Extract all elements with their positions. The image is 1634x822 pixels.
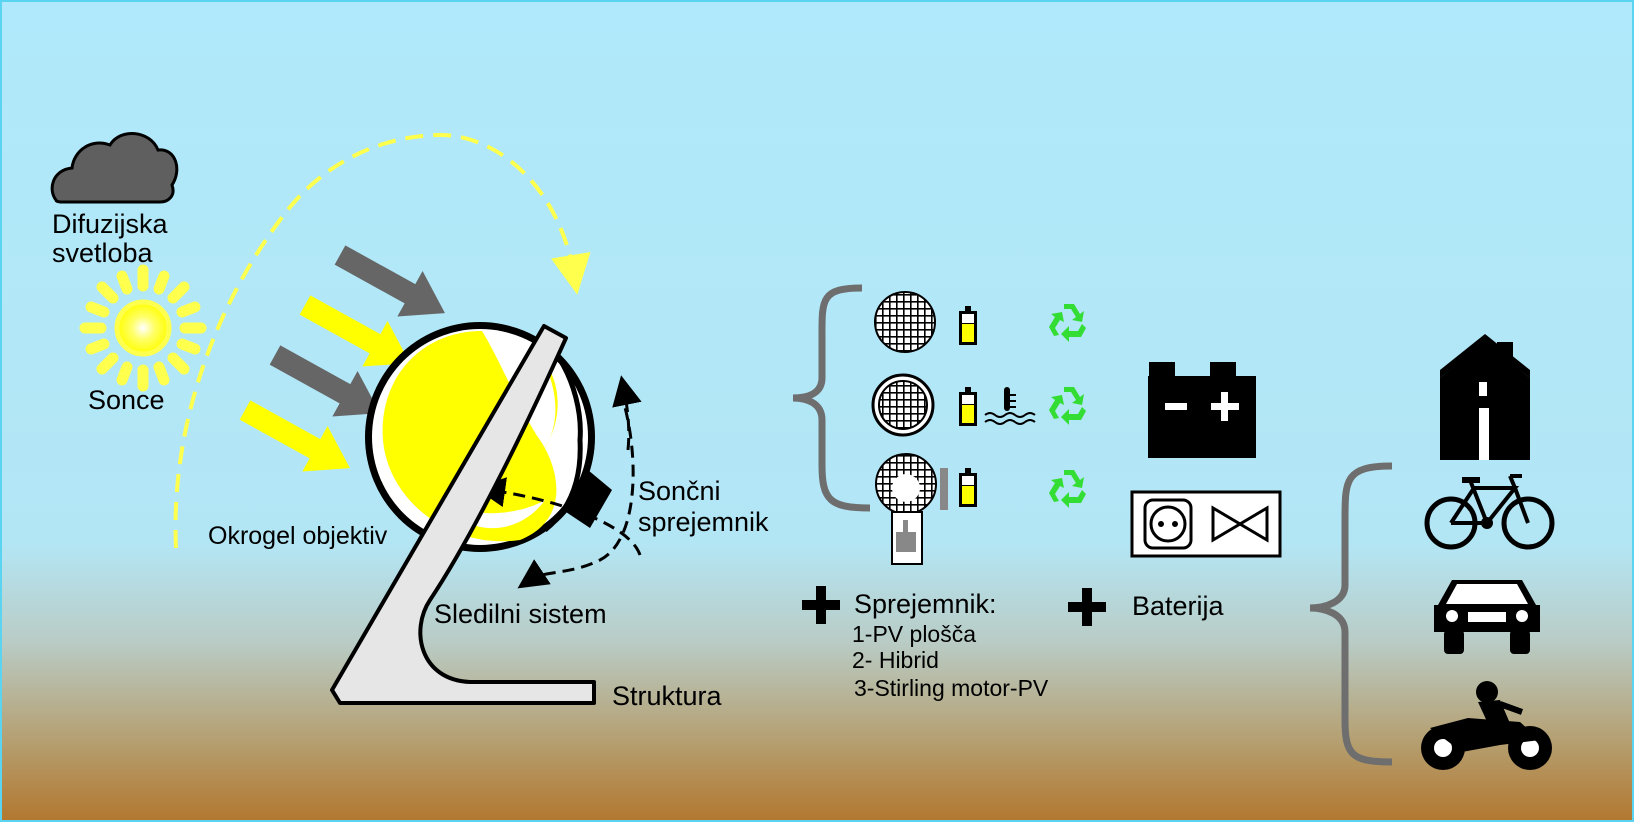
- label-receiver-option-3: 3-Stirling motor-PV: [854, 675, 1049, 701]
- power-outlet-panel: [1130, 490, 1282, 558]
- battery-small-icon: [959, 387, 977, 426]
- motorcycle-icon: [1421, 681, 1552, 770]
- label-sun: Sonce: [88, 385, 165, 415]
- house-icon: [1440, 334, 1530, 460]
- car-battery-icon: [1148, 362, 1256, 458]
- cloud-icon: [50, 132, 179, 204]
- plus-icon: [802, 586, 840, 624]
- pv-cell-icon: [874, 291, 936, 353]
- label-spherical-lens: Okrogel objektiv: [208, 522, 388, 550]
- label-receiver-line1: Sončni: [638, 476, 721, 506]
- support-structure: [330, 324, 596, 705]
- label-diffuse-light-line2: svetloba: [52, 238, 153, 268]
- light-rays: [239, 245, 445, 472]
- thermometer-water-icon: [984, 387, 1036, 425]
- label-receiver-option-2: 2- Hibrid: [852, 647, 939, 673]
- tracking-arrows: [475, 375, 642, 589]
- battery-small-icon: [959, 468, 977, 507]
- label-receiver-option-1: 1-PV plošča: [852, 621, 977, 647]
- label-tracking-system: Sledilni sistem: [434, 599, 607, 629]
- label-diffuse-light-line1: Difuzijska: [52, 209, 168, 239]
- label-battery: Baterija: [1132, 591, 1224, 621]
- sun-path-arc: [173, 132, 591, 549]
- label-structure: Struktura: [612, 681, 722, 711]
- brace-uses: [1309, 462, 1393, 766]
- stirling-engine-icon: [875, 453, 948, 565]
- sun-icon: [79, 264, 207, 392]
- bicycle-icon: [1424, 474, 1555, 550]
- label-receiver-title: Sprejemnik:: [854, 589, 997, 619]
- pv-cell-icon: [871, 373, 935, 437]
- label-receiver-line2: sprejemnik: [638, 507, 769, 537]
- solar-receiver: [566, 470, 612, 528]
- brace-receivers: [792, 284, 871, 512]
- plus-icon: [1068, 588, 1106, 626]
- battery-small-icon: [959, 306, 977, 345]
- car-icon: [1434, 580, 1540, 654]
